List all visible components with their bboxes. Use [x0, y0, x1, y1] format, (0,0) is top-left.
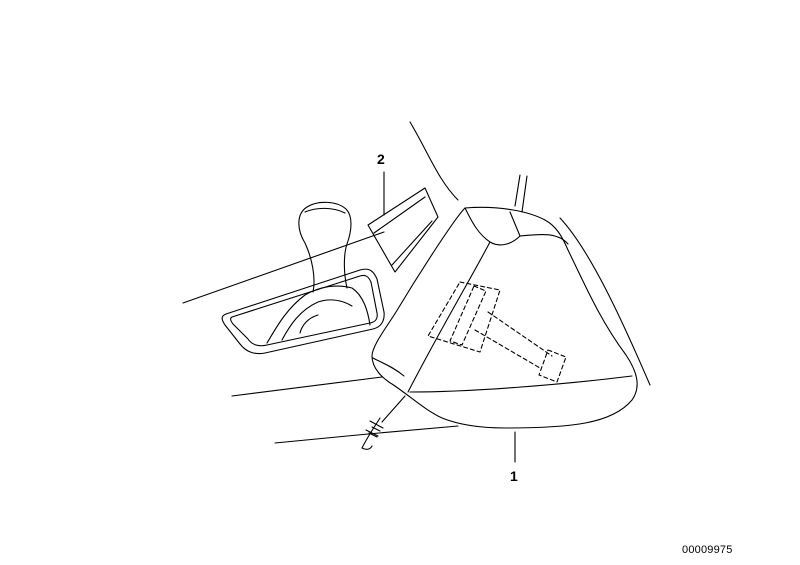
shift-knob [299, 202, 351, 292]
shift-boot [267, 286, 370, 343]
callout-1: 1 [510, 468, 518, 484]
part-1-console [372, 207, 637, 428]
dashboard-edge-lines [410, 122, 650, 385]
hidden-mount-bracket [428, 282, 566, 382]
center-tunnel-outline [183, 232, 458, 443]
part-2-cover [368, 188, 438, 272]
callout-2: 2 [377, 151, 385, 167]
mounting-screw [362, 396, 405, 449]
catalog-number: 00009975 [682, 544, 733, 556]
